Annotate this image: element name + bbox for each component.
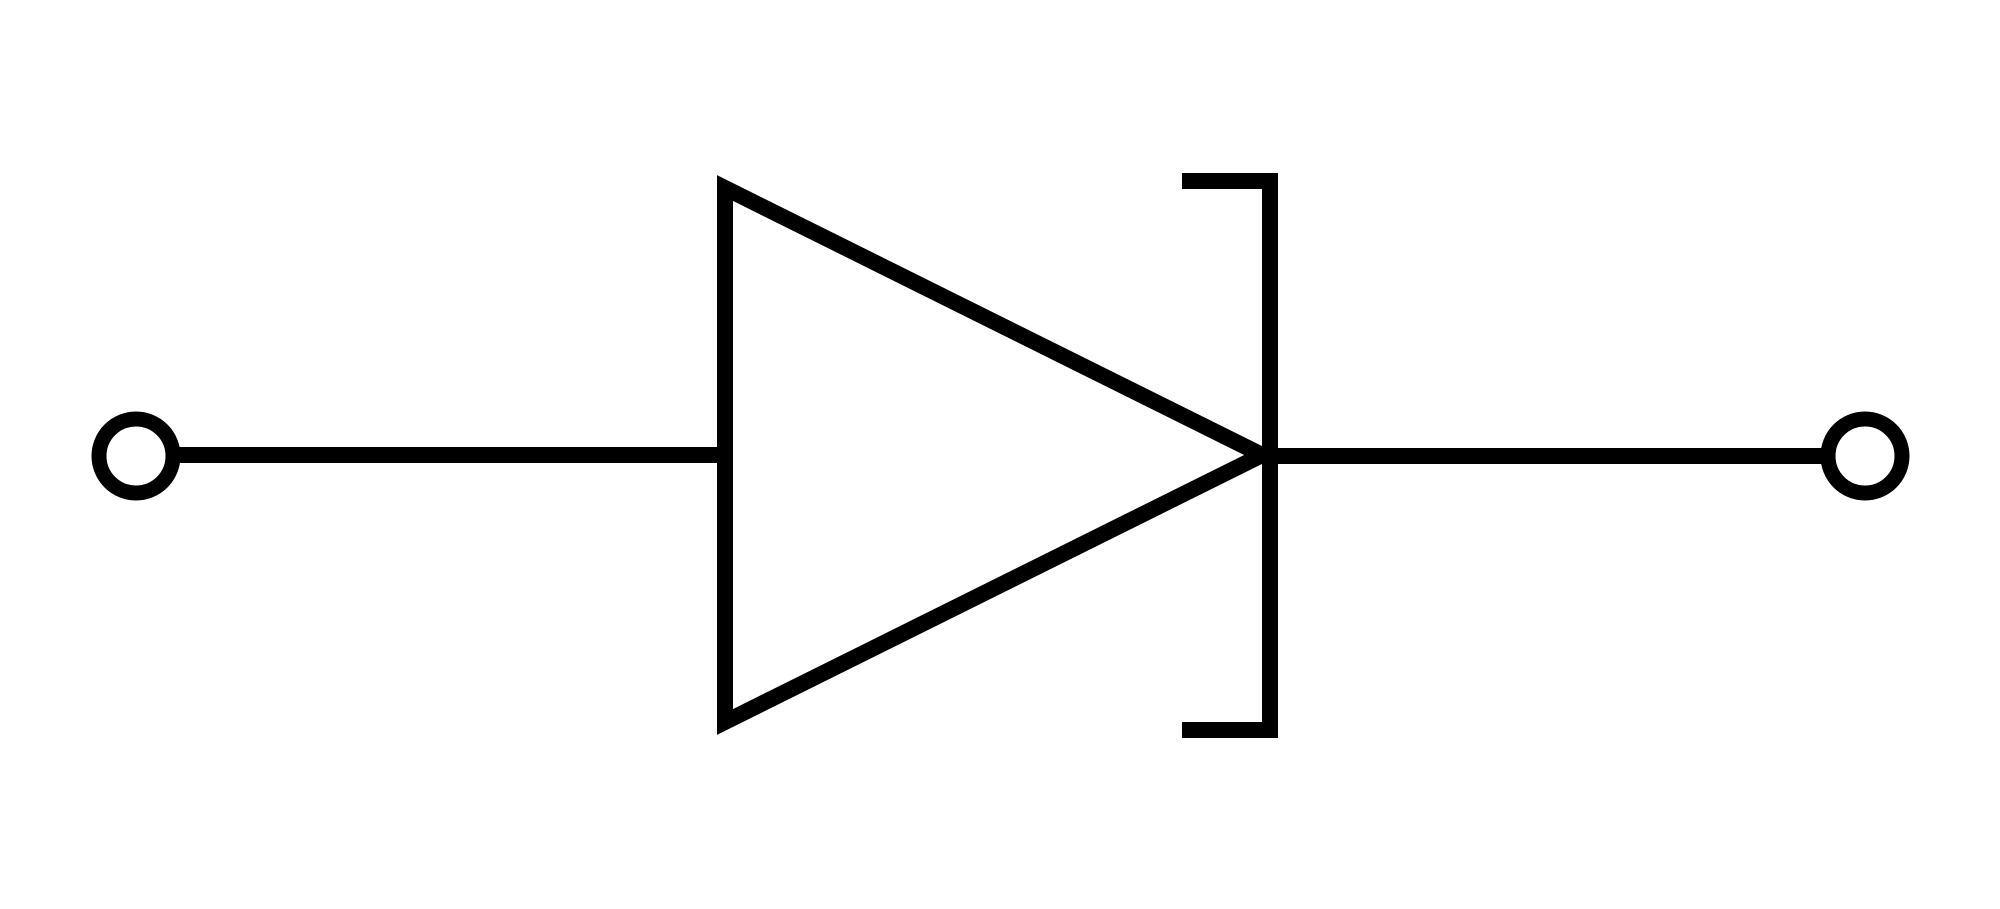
diode-triangle (717, 175, 1280, 735)
cathode-terminal (1820, 411, 1910, 501)
